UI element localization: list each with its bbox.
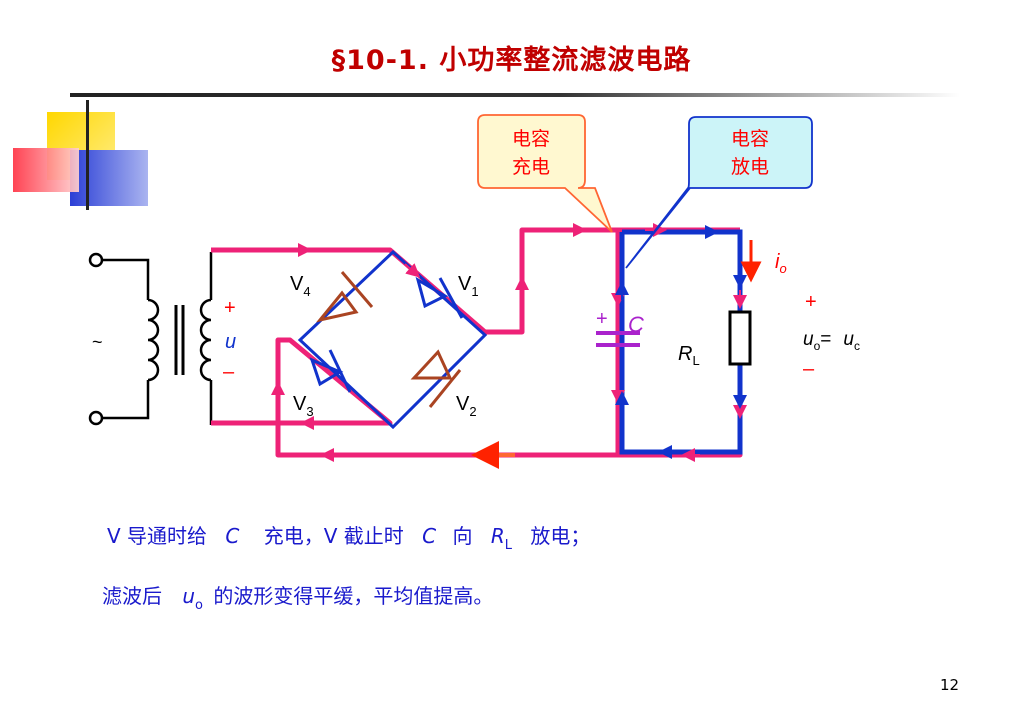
diode-v2 bbox=[410, 349, 462, 408]
callout-charge-line2: 充电 bbox=[512, 156, 550, 178]
explanation-line-1: V 导通时给 C 充电，V 截止时 C 向 RL 放电； bbox=[107, 524, 591, 553]
callout-charge-line1: 电容 bbox=[512, 128, 550, 150]
label-v4: V4 bbox=[290, 273, 311, 299]
callout-discharge: 电容 放电 bbox=[625, 116, 813, 269]
io-label: io bbox=[775, 251, 787, 276]
decor-red-square bbox=[13, 148, 79, 192]
callout-charge: 电容 充电 bbox=[477, 114, 613, 233]
ac-symbol: ~ bbox=[92, 332, 103, 352]
page-title: §10-1. 小功率整流滤波电路 bbox=[331, 45, 692, 76]
capacitor bbox=[596, 331, 640, 347]
load-resistor bbox=[728, 310, 752, 366]
title-rule bbox=[70, 93, 960, 97]
discharge-current-path bbox=[619, 229, 743, 455]
bridge-rectifier bbox=[297, 249, 488, 430]
decor-vertical-line bbox=[86, 100, 89, 210]
diode-v1 bbox=[415, 276, 464, 319]
secondary-plus: + bbox=[224, 297, 236, 319]
diode-v4 bbox=[316, 271, 374, 323]
explanation-line-2: 滤波后 uo 的波形变得平缓，平均值提高。 bbox=[102, 584, 494, 613]
transformer bbox=[88, 252, 213, 426]
output-equation: uo=uc bbox=[803, 329, 860, 353]
secondary-u: u bbox=[225, 331, 236, 353]
diode-v3 bbox=[309, 349, 352, 393]
callout-discharge-line1: 电容 bbox=[731, 128, 769, 150]
label-v1: V1 bbox=[458, 273, 479, 299]
secondary-minus: – bbox=[223, 361, 235, 383]
output-plus: + bbox=[805, 291, 817, 313]
callout-discharge-line2: 放电 bbox=[731, 156, 769, 178]
decor-blue-square bbox=[70, 150, 148, 206]
blue-arrows bbox=[615, 225, 747, 459]
label-v2: V2 bbox=[456, 393, 477, 419]
load-label: RL bbox=[678, 343, 700, 368]
page-number: 12 bbox=[940, 676, 960, 694]
label-v3: V3 bbox=[293, 393, 314, 419]
cap-label: C bbox=[628, 312, 644, 337]
output-minus: – bbox=[803, 358, 815, 380]
cap-plus: + bbox=[596, 308, 608, 330]
